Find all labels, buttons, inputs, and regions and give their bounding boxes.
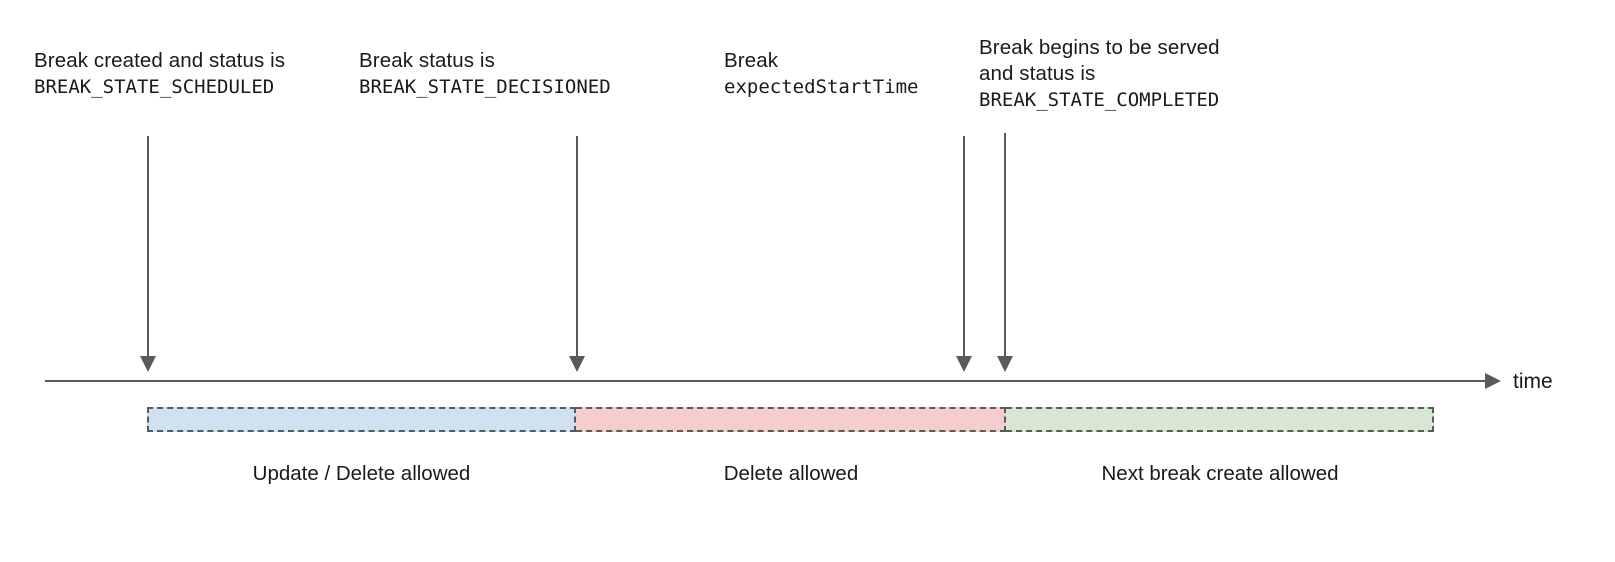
event-arrow-break-served [1004,133,1006,358]
event-label-line: Break [724,49,779,72]
event-label-break-expected-start: Break expectedStartTime [724,48,918,100]
segment-decisioned [576,407,1006,432]
event-label-break-created: Break created and status is BREAK_STATE_… [34,48,285,100]
event-arrow-break-created [147,136,149,358]
segment-caption-scheduled: Update / Delete allowed [252,462,471,485]
event-label-line: Break status is [359,49,495,72]
event-label-line-constant: expectedStartTime [724,76,919,98]
event-label-break-decisioned: Break status is BREAK_STATE_DECISIONED [359,48,611,100]
event-label-line-constant: BREAK_STATE_COMPLETED [979,89,1220,111]
time-axis-label: time [1513,370,1553,393]
event-arrow-break-expected-start [963,136,965,358]
arrow-down-icon [997,356,1013,372]
arrow-down-icon [140,356,156,372]
arrow-down-icon [956,356,972,372]
segment-caption-completed: Next break create allowed [1101,462,1339,485]
segment-caption-decisioned: Delete allowed [723,462,859,485]
time-axis-line [45,380,1485,382]
arrow-down-icon [569,356,585,372]
event-label-line-constant: BREAK_STATE_SCHEDULED [34,76,275,98]
event-label-line: Break created and status is [34,49,286,72]
event-label-break-served: Break begins to be served and status is … [979,35,1220,113]
segment-completed [1006,407,1434,432]
segment-scheduled [147,407,576,432]
event-label-line: Break begins to be served [979,36,1220,59]
arrow-right-icon [1485,373,1501,389]
event-arrow-break-decisioned [576,136,578,358]
event-label-line: and status is [979,62,1096,85]
event-label-line-constant: BREAK_STATE_DECISIONED [359,76,611,98]
